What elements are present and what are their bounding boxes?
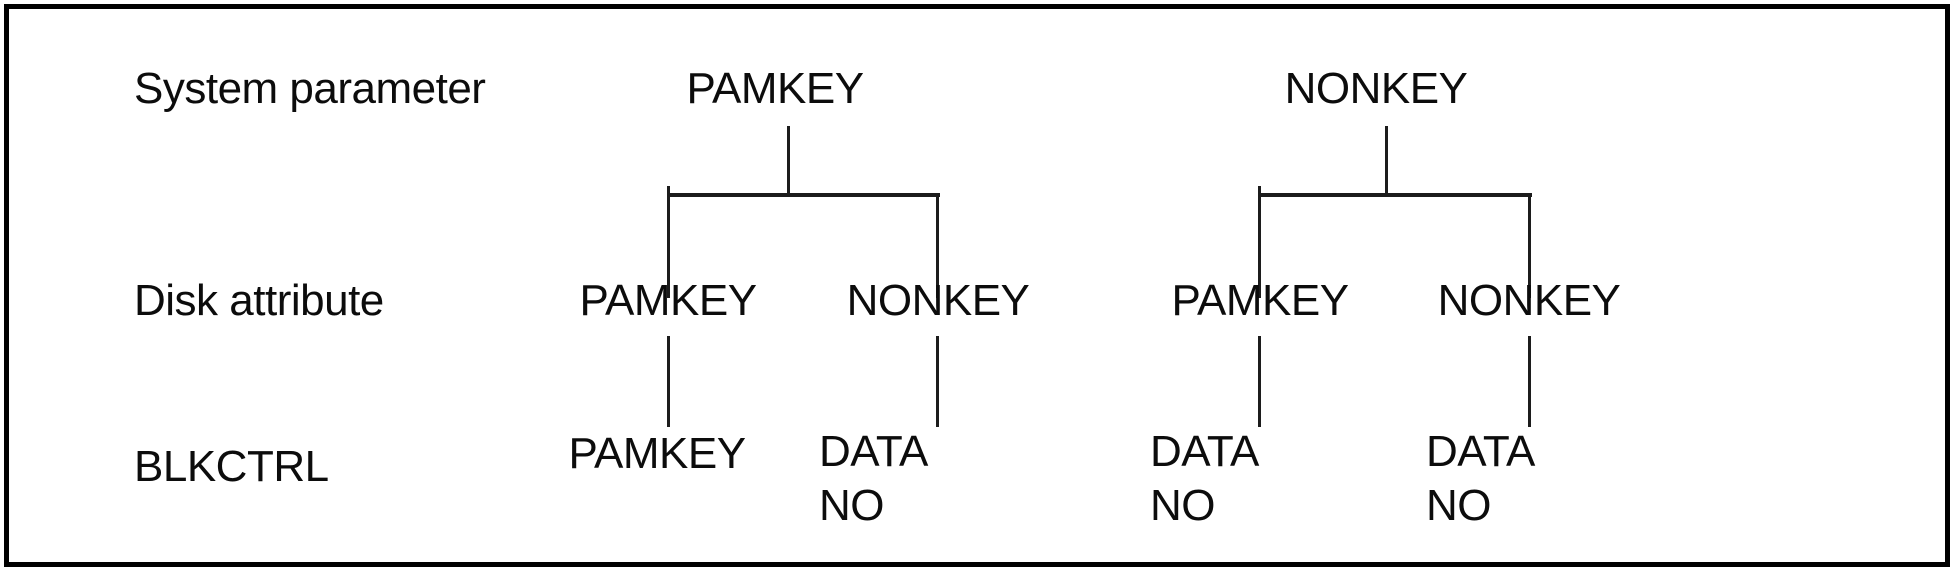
row-label-blkctrl: BLKCTRL: [134, 442, 329, 491]
tree1-child1-lower-connector-line: [667, 336, 670, 427]
tree1-stem-line: [787, 126, 790, 195]
tree2-child1-blkctrl-label: DATA NO: [1150, 425, 1259, 533]
tree2-branch-line: [1258, 193, 1532, 197]
tree1-branch-line: [667, 193, 940, 197]
blkctrl-value-line: NO: [1150, 481, 1215, 530]
blkctrl-value-line: NO: [1426, 481, 1491, 530]
tree2-stem-line: [1385, 126, 1388, 195]
tree2-child2-lower-connector-line: [1528, 336, 1531, 427]
tree2-child2-upper-connector-line: [1528, 193, 1531, 298]
tree1-child1-upper-connector-line: [667, 186, 670, 298]
tree1-child1-disk-label: PAMKEY: [579, 276, 757, 325]
tree2-child1-upper-connector-line: [1258, 186, 1261, 298]
figure-border: [4, 4, 1950, 567]
blkctrl-value-line: NO: [819, 481, 884, 530]
tree1-child2-upper-connector-line: [936, 193, 939, 298]
blkctrl-value-line: DATA: [819, 427, 928, 476]
tree1-root-label: PAMKEY: [686, 64, 864, 113]
tree1-child2-disk-label: NONKEY: [846, 276, 1030, 325]
tree2-child2-disk-label: NONKEY: [1437, 276, 1621, 325]
tree2-child2-blkctrl-label: DATA NO: [1426, 425, 1535, 533]
row-label-system-parameter: System parameter: [134, 64, 486, 113]
tree2-child1-lower-connector-line: [1258, 336, 1261, 427]
row-label-disk-attribute: Disk attribute: [134, 276, 384, 325]
tree1-child2-lower-connector-line: [936, 336, 939, 427]
tree1-child2-blkctrl-label: DATA NO: [819, 425, 928, 533]
blkctrl-value-line: DATA: [1150, 427, 1259, 476]
tree2-child1-disk-label: PAMKEY: [1171, 276, 1349, 325]
tree1-child1-blkctrl-label: PAMKEY: [568, 429, 746, 478]
blkctrl-value-line: DATA: [1426, 427, 1535, 476]
tree2-root-label: NONKEY: [1284, 64, 1468, 113]
